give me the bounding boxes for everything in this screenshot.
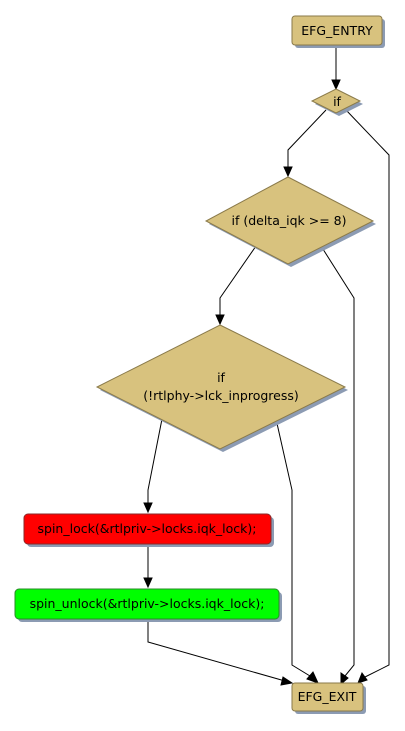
- edge-unlock-to-exit: [147, 620, 286, 682]
- node-if-lck-inprogress-label-line1: if: [217, 370, 225, 385]
- edge-if-delta-to-exit: [320, 245, 355, 677]
- node-efg-exit-label: EFG_EXIT: [298, 689, 357, 704]
- node-spin-lock: spin_lock(&rtlpriv->locks.iqk_lock);: [23, 513, 274, 547]
- edge-if-delta-to-if-lck: [219, 245, 257, 315]
- edge-if-delta-to-exit-arrowhead: [340, 672, 349, 686]
- edge-if-to-if-delta: [287, 109, 327, 167]
- node-if-lck-inprogress-label-line2: (!rtlphy->lck_inprogress): [143, 388, 299, 403]
- node-if-delta-iqk-label: if (delta_iqk >= 8): [231, 213, 346, 228]
- node-spin-unlock-label: spin_unlock(&rtlpriv->locks.iqk_lock);: [30, 596, 265, 611]
- edge-entry-to-if-arrowhead: [331, 79, 341, 91]
- edge-if-delta-to-if-lck-arrowhead: [215, 314, 225, 326]
- node-spin-lock-label: spin_lock(&rtlpriv->locks.iqk_lock);: [38, 521, 257, 536]
- node-efg-entry-box: [291, 15, 383, 46]
- edge-lock-to-unlock-arrowhead: [143, 577, 153, 589]
- node-efg-exit: EFG_EXIT: [291, 682, 366, 714]
- node-if-delta-iqk-diamond: [204, 176, 375, 265]
- edge-if-to-exit-arrowhead: [357, 671, 368, 684]
- edge-if-to-exit: [345, 109, 390, 678]
- node-spin-unlock-box: [14, 588, 280, 620]
- edge-unlock-to-exit-arrowhead: [280, 676, 294, 686]
- node-if-lck-inprogress-diamond: [95, 324, 347, 450]
- edge-if-lck-to-exit-arrowhead: [306, 671, 319, 684]
- node-if-label: if: [333, 94, 341, 109]
- edge-if-lck-to-lock-arrowhead: [143, 502, 153, 514]
- edge-if-to-if-delta-arrowhead: [283, 166, 293, 178]
- edge-if-lck-to-lock: [147, 418, 163, 503]
- edge-if-lck-to-exit: [275, 418, 311, 677]
- node-if-diamond: [310, 88, 362, 114]
- node-efg-entry: EFG_ENTRY: [291, 15, 385, 48]
- node-efg-entry-label: EFG_ENTRY: [301, 23, 373, 38]
- node-spin-unlock: spin_unlock(&rtlpriv->locks.iqk_lock);: [14, 588, 282, 622]
- nodes: EFG_ENTRY if if (delta_iqk >= 8) if (!rt…: [14, 15, 385, 714]
- node-efg-exit-box: [291, 682, 364, 712]
- node-spin-lock-box: [23, 513, 272, 545]
- node-if: if: [310, 88, 363, 116]
- edges: [143, 45, 390, 686]
- node-if-lck-inprogress: if (!rtlphy->lck_inprogress): [95, 324, 348, 452]
- node-if-delta-iqk: if (delta_iqk >= 8): [204, 176, 376, 267]
